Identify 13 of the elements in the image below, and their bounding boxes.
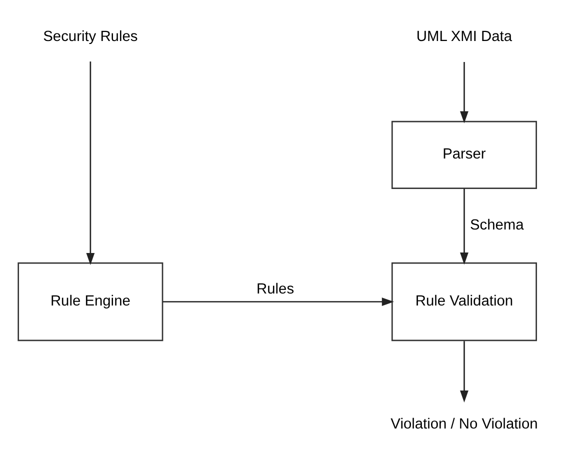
arrow [460, 188, 468, 265]
node-box: Rule Validation [391, 262, 537, 342]
node-text: Security Rules [43, 29, 138, 46]
edge-label: Schema [470, 217, 524, 234]
arrow [162, 298, 394, 306]
node-text: Violation / No Violation [390, 416, 538, 432]
edge-label: Rules [256, 281, 294, 298]
arrow [460, 341, 468, 403]
node-box: Parser [391, 120, 537, 189]
node-text: UML XMI Data [416, 29, 512, 46]
node-box: Rule Engine [18, 262, 164, 342]
arrow [86, 62, 95, 265]
arrow [460, 62, 468, 124]
